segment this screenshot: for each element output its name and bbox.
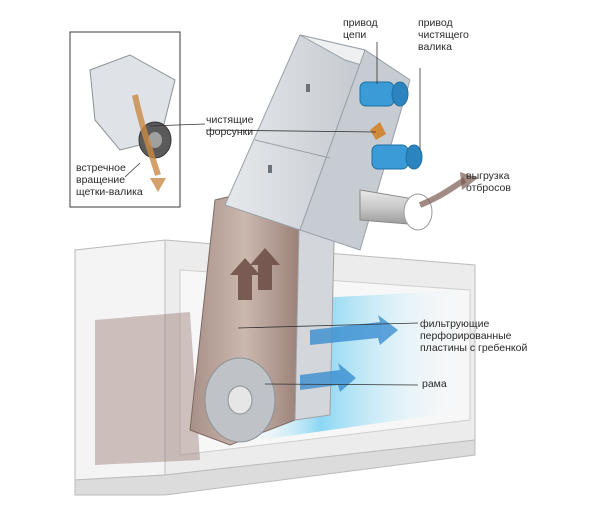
discharge-chute [359,172,478,231]
debris-water [95,312,200,465]
label-brush-drive: привод чистящего валика [418,17,469,53]
callout-lines [124,42,421,386]
label-cleaning-nozzles: чистящие форсунки [206,114,254,138]
label-discharge: выгрузка отбросов [466,170,511,194]
label-chain-drive: привод цепи [343,17,378,41]
label-filter-plates: фильтрующие перфорированные пластины с г… [420,318,528,354]
brush-drive-motor [371,144,423,170]
screen-belt [189,179,336,446]
label-counter-rotation: встречное вращение щетки-валика [76,162,143,198]
upward-arrows [230,248,280,300]
chain-drive-motor [359,81,409,107]
label-frame: рама [422,378,447,390]
cleaning-nozzle [370,122,386,140]
